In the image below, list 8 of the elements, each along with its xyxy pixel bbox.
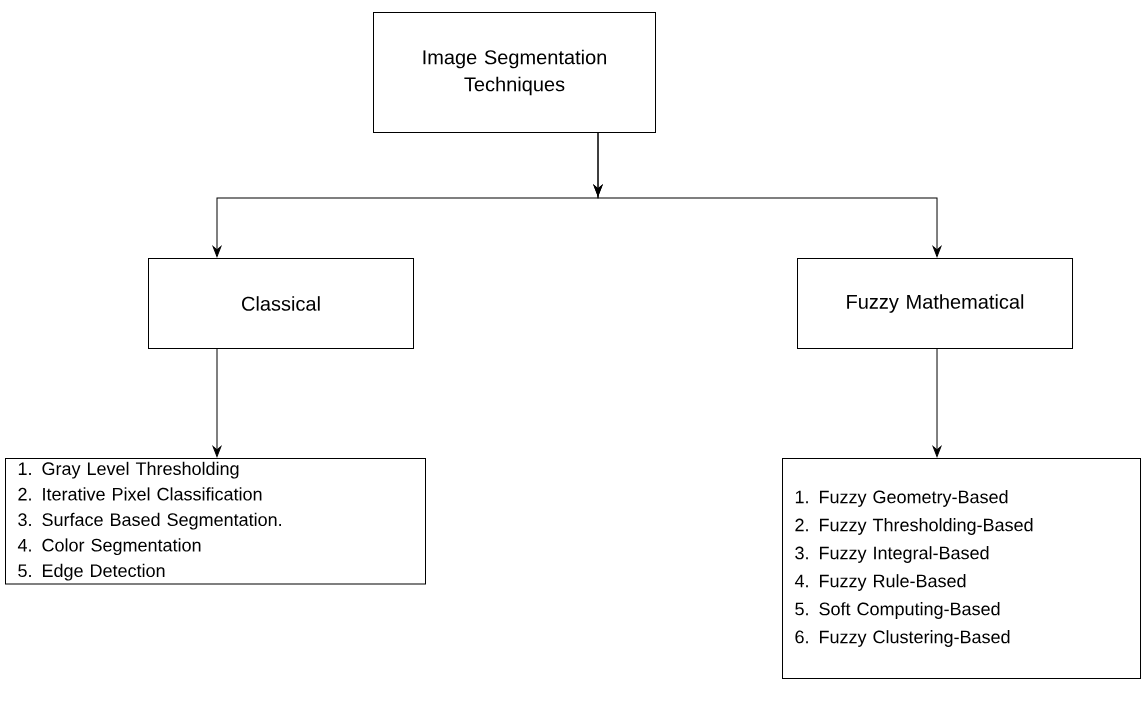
arrow xyxy=(212,348,222,458)
category-box: Classical xyxy=(148,258,414,349)
category-box: Fuzzy Mathematical xyxy=(797,258,1073,349)
list-box: 1. Gray Level Thresholding 2. Iterative Pixel Classification 3. Surface Based Segmentation. 4. Color Segmentation 5. Edge Detection xyxy=(5,458,426,585)
title-box: Image Segmentation Techniques xyxy=(373,12,656,133)
arrow xyxy=(932,348,942,458)
arrow xyxy=(593,132,942,258)
list-box: 1. Fuzzy Geometry-Based 2. Fuzzy Thresholding-Based 3. Fuzzy Integral-Based 4. Fuzzy Rule-Based 5. Soft Computing-Based 6. Fuzzy Clustering-Based xyxy=(782,458,1141,679)
